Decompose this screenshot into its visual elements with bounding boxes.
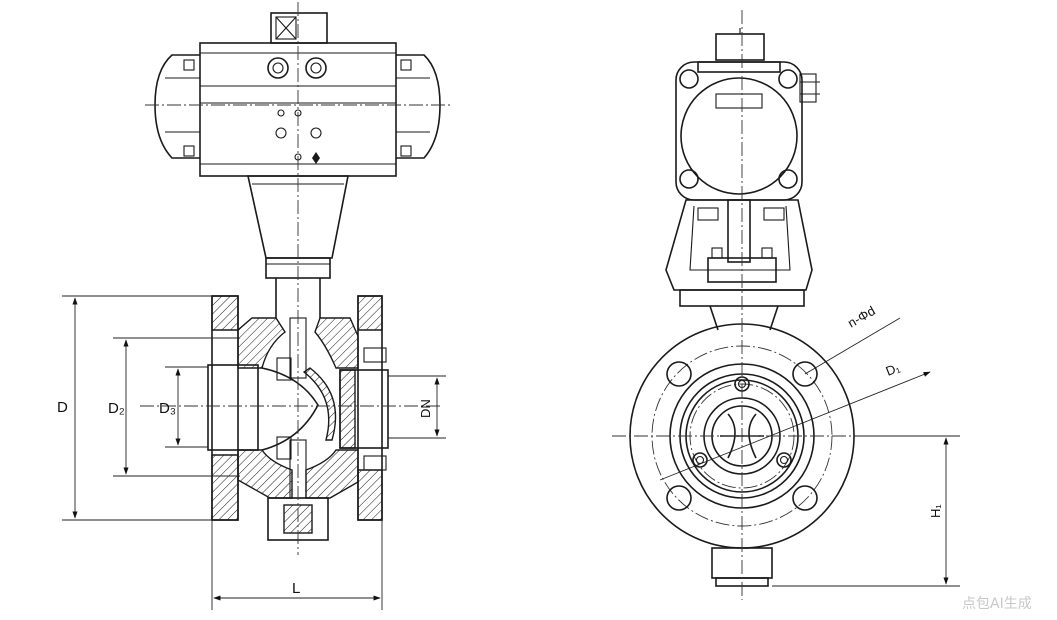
dimension-H1: H₁ (772, 435, 960, 587)
dim-label-D: D (57, 399, 68, 416)
valve-body-section (207, 295, 389, 541)
leader-D1: D₁ (659, 359, 931, 481)
dim-label-DN: DN (418, 399, 433, 418)
front-view: D D₂ D₃ DN L (57, 2, 450, 610)
dim-label-D2: D₂ (108, 400, 125, 417)
side-view: n-Φd D₁ H₁ (612, 10, 960, 600)
dimension-D2: D₂ (108, 337, 240, 477)
dimension-D: D (57, 295, 212, 521)
dim-label-D3: D₃ (159, 400, 176, 417)
watermark: 点包AI生成 (962, 596, 1032, 612)
dimension-DN: DN (388, 375, 446, 439)
actuator-side (675, 28, 820, 201)
dimension-L: L (211, 520, 383, 610)
bracket-side (665, 199, 813, 331)
label-D1: D₁ (884, 359, 903, 378)
dim-label-H1: H₁ (928, 504, 943, 518)
dimension-D3: D₃ (159, 366, 208, 448)
dim-label-L: L (292, 580, 300, 597)
actuator-front (154, 12, 441, 177)
label-n-phi-d: n-Φd (845, 303, 878, 331)
